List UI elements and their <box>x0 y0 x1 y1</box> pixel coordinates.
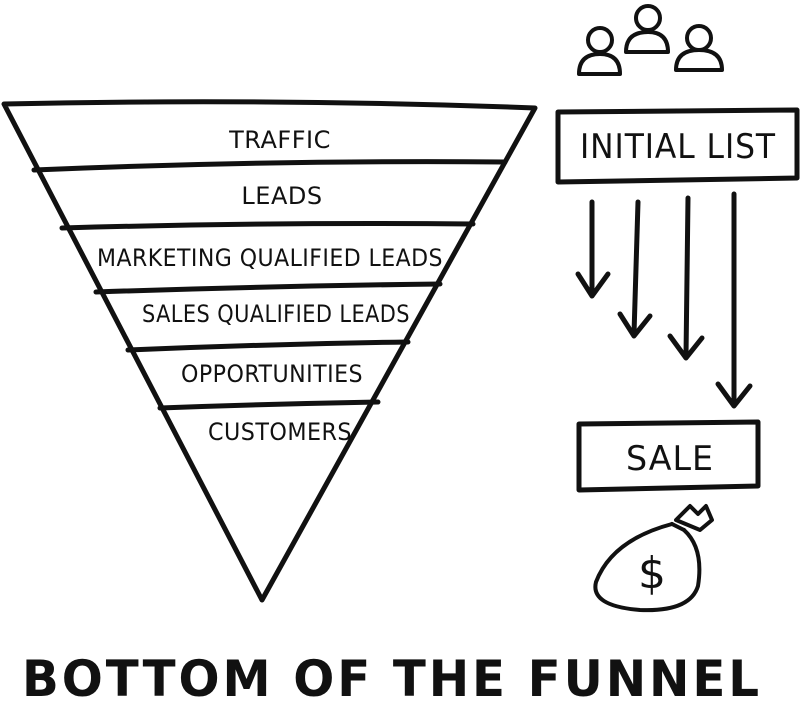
down-arrow-icon <box>667 195 705 361</box>
down-arrow-icon <box>575 199 611 299</box>
sale-box: SALE <box>576 419 761 493</box>
funnel-stage-label: MARKETING QUALIFIED LEADS <box>97 244 443 272</box>
funnel-stage-label: SALES QUALIFIED LEADS <box>142 300 410 328</box>
down-arrows <box>575 191 753 409</box>
funnel-divider-2 <box>59 221 476 231</box>
funnel-divider-1 <box>31 159 508 173</box>
sale-label: SALE <box>626 439 714 479</box>
funnel-divider-4 <box>125 339 411 353</box>
people-icon <box>577 4 724 76</box>
initial-list-box: INITIAL LIST <box>555 107 800 185</box>
footer-title: BOTTOM OF THE FUNNEL <box>22 650 762 706</box>
funnel-stage-label: CUSTOMERS <box>208 418 352 446</box>
money-bag-icon: $ <box>593 504 714 613</box>
funnel-divider-3 <box>93 281 443 295</box>
funnel-divider-5 <box>157 399 381 411</box>
funnel-stage-label: LEADS <box>241 182 322 210</box>
initial-list-label: INITIAL LIST <box>580 127 776 167</box>
dollar-sign: $ <box>638 548 666 599</box>
down-arrow-icon <box>715 191 753 409</box>
down-arrow-icon <box>617 199 653 339</box>
funnel-stage-label: OPPORTUNITIES <box>181 360 363 388</box>
funnel: TRAFFIC LEADS MARKETING QUALIFIED LEADS … <box>1 99 538 603</box>
funnel-stage-label: TRAFFIC <box>228 126 331 154</box>
funnel-outline <box>1 99 538 603</box>
